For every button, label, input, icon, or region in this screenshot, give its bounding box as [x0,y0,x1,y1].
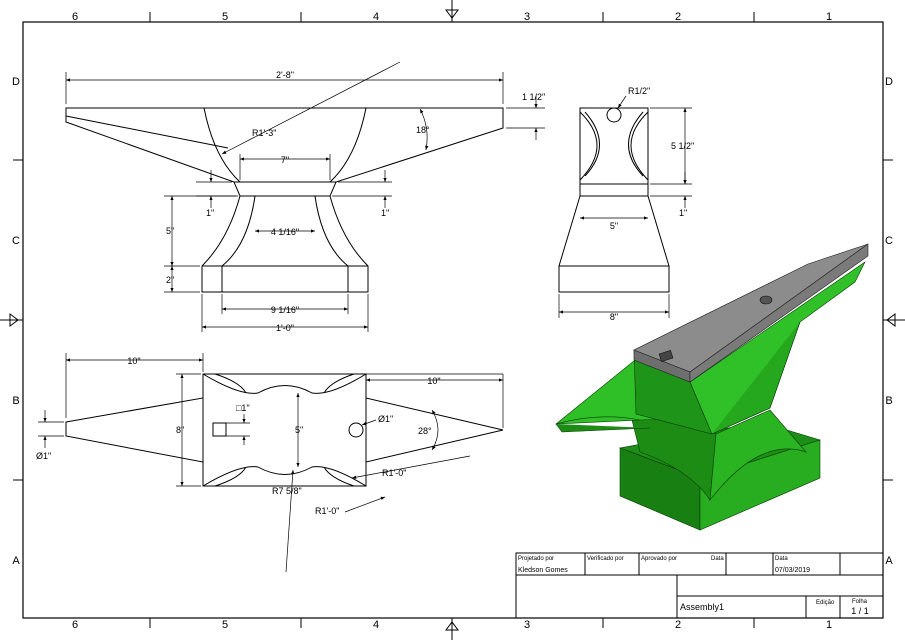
zone-col-2-top: 2 [675,11,681,23]
side-view-labels: R1/2" 5 1/2" 5" 1" 8" [610,86,694,322]
date-value: 07/03/2019 [775,567,810,574]
dim-body-width: 8" [176,425,184,435]
dim-step-right: 1" [381,208,389,218]
front-view-labels: 2'-8" R1'-3" 1 1/2" 18° 7" 1" 1" 5" 4 1/… [166,70,545,333]
hardy-hole-3d [658,349,674,363]
zone-row-a-right: A [885,555,893,567]
dim-face-thickness: 1 1/2" [522,92,545,102]
sheet-number: 1 / 1 [851,606,869,616]
zone-col-3-bottom: 3 [524,619,530,631]
zone-row-c-left: C [12,235,20,247]
dim-horn-tip: Ø1" [36,451,51,461]
anvil-3d-render [555,243,869,531]
designed-by-label: Projetado por [518,556,554,562]
approved-by-label: Aprovado por [641,556,677,562]
dim-radius-small: R1'-0" [382,468,406,478]
front-view-dimensions [65,61,545,332]
dim-step-left: 1" [206,208,214,218]
dim-waist: 5" [295,425,303,435]
title-block-text: Projetado por Kledson Gomes Verificado p… [518,556,869,616]
dim-radius-large: R1'-0" [315,506,339,516]
top-view [65,373,504,487]
zone-row-b-left: B [12,395,19,407]
dim-waist-width: 7" [281,155,289,165]
dim-horn-radius: R1'-3" [252,128,276,138]
dim-body-height: 5 1/2" [671,141,694,151]
sheet-label: Folha [852,599,868,605]
zone-row-d-left: D [12,76,20,88]
dim-waist-inner-width: 4 1/16" [271,227,299,237]
zone-col-1-bottom: 1 [826,619,832,631]
dim-base-inner-width: 9 1/16" [271,305,299,315]
dim-hardy-hole: □1" [236,403,250,413]
dim-overall-length: 2'-8" [276,70,294,80]
checked-by-label: Verificado por [587,556,624,562]
date-label-approval: Data [711,556,724,562]
pritchel-hole-3d [759,295,773,305]
zone-col-4-top: 4 [373,11,379,23]
dim-heel-length: 10" [427,376,440,386]
zone-col-2-bottom: 2 [675,619,681,631]
zone-row-a-left: A [12,555,20,567]
dim-heel-angle: 18° [416,125,430,135]
zone-col-6-top: 6 [72,11,78,23]
side-view-dimensions [558,95,692,318]
drawing-title: Assembly1 [680,602,724,612]
dim-hole-radius: R1/2" [628,86,650,96]
zone-col-5-bottom: 5 [222,619,228,631]
zone-col-4-bottom: 4 [373,619,379,631]
dim-pritchel-hole: Ø1" [378,414,393,424]
top-view-dimensions [38,353,504,573]
dim-base-height: 2" [166,275,174,285]
date-label-design: Data [775,556,788,562]
edition-label: Edição [816,600,835,606]
anvil-waist-side [709,409,807,501]
zone-labels: 6 5 4 3 2 1 6 5 4 3 2 1 D C B A D C B A [12,11,893,631]
dim-side-step: 1" [679,208,687,218]
title-block [515,552,884,619]
anvil-base-side [699,439,821,531]
front-view [65,107,504,293]
anvil-face-side [689,243,869,383]
zone-row-d-right: D [885,76,893,88]
zone-col-5-top: 5 [222,11,228,23]
dim-waist-height: 5" [166,226,174,236]
top-view-labels: 10" 10" 8" □1" Ø1" 5" Ø1" 28° R1'-0" R7 … [36,356,441,516]
designed-by: Kledson Gomes [518,567,568,574]
zone-ticks [13,12,893,628]
dim-horn-length: 10" [127,356,140,366]
dim-radius-mid: R7 5/8" [272,486,302,496]
side-view [558,107,670,293]
zone-row-b-right: B [885,395,892,407]
dim-heel-angle-top: 28° [418,426,432,436]
zone-col-1-top: 1 [826,11,832,23]
zone-col-6-bottom: 6 [72,619,78,631]
dim-base-width: 1'-0" [276,323,294,333]
zone-row-c-right: C [885,235,893,247]
dim-side-base-width: 8" [610,312,618,322]
zone-col-3-top: 3 [524,11,530,23]
dim-side-waist: 5" [610,221,618,231]
